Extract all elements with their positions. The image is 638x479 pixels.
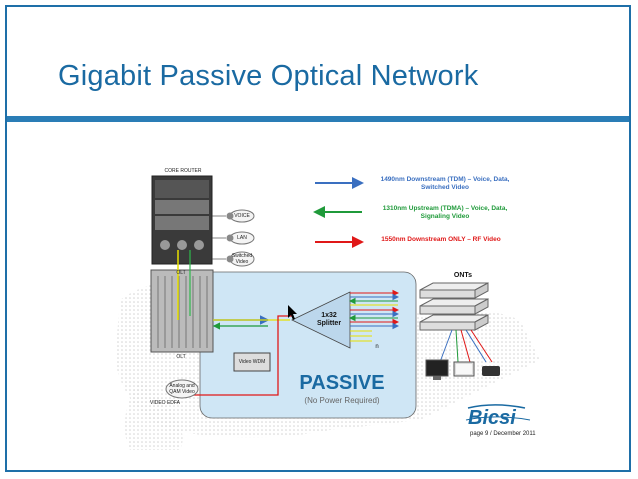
ont-device-links [439,329,493,363]
legend-downstream-text: 1490nm Downstream (TDM) – Voice, Data, S… [380,176,510,191]
core-router [151,175,213,265]
legend-upstream-text: 1310nm Upstream (TDMA) – Voice, Data, Si… [382,205,508,220]
bicsi-logo-text: Bicsi [468,407,516,429]
television-icon [453,361,475,377]
switched-video-label: Switched Video [231,253,253,265]
switched-video-cloud [226,251,255,267]
desktop-computer-icon [425,359,449,380]
onts-label: ONTs [453,272,473,279]
olt-chassis [150,269,214,353]
telephone-icon [482,366,500,376]
video-wdm-box [233,352,271,372]
slide-title: Gigabit Passive Optical Network [58,60,479,92]
voice-cloud [226,209,255,223]
cursor-pointer-icon [288,305,297,320]
splitter-label: 1x32 Splitter [316,312,342,327]
lan-cloud [226,231,255,245]
bicsi-logo [465,404,531,421]
voice-label: VOICE [234,213,250,219]
no-power-label: (No Power Required) [304,396,380,405]
passive-label: PASSIVE [299,372,385,394]
legend-rf-text: 1550nm Downstream ONLY – RF Video [381,236,501,243]
page-note: page 9 / December 2011 [470,431,536,437]
ont-stack [419,282,489,331]
analog-video-label: Analog and QAM Video [169,383,195,395]
core-router-label: CORE ROUTER [164,168,202,174]
video-edfa-label: VIDEO EDFA [150,400,181,406]
splitter-output-lines [348,289,400,342]
olt-bottom-label: OLT [176,354,186,360]
video-wdm-label: Video WDM [238,359,266,365]
title-underline-band [7,116,629,122]
lan-label: LAN [237,235,247,241]
olt-top-label: OLT [176,270,186,276]
analog-video-cloud [165,379,199,399]
n-label: n [375,344,379,350]
